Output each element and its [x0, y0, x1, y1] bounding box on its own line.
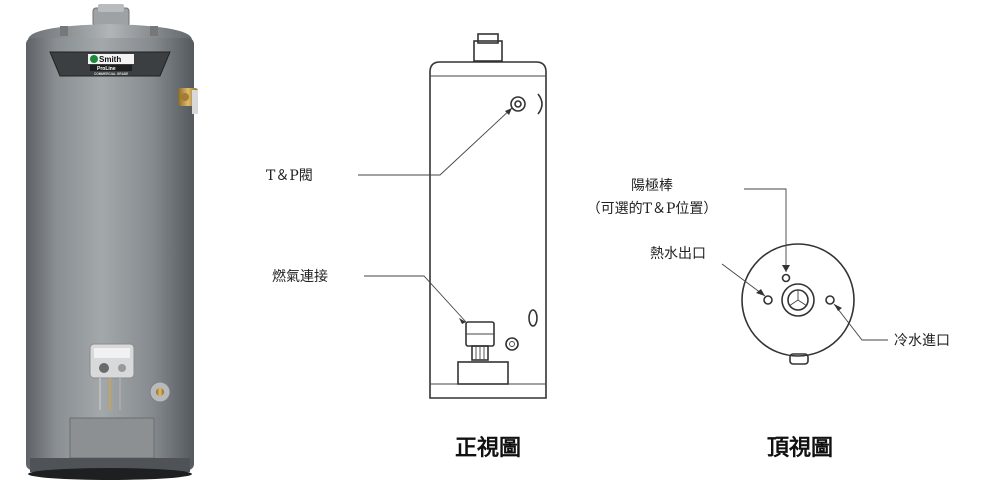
top-view-drawing: 陽極棒 （可選的T＆P位置） 熱水出口 冷水進口 頂視圖	[587, 178, 950, 461]
photo-tp-valve	[178, 88, 198, 114]
tp-valve-label: T＆P閥	[266, 168, 313, 184]
brand-badge: Smith ProLine COMMERCIAL GRADE	[49, 51, 171, 77]
top-view-caption: 頂視圖	[767, 436, 833, 461]
hot-outlet-port	[763, 295, 773, 305]
anode-label-line2: （可選的T＆P位置）	[587, 201, 718, 217]
tp-valve-leader	[358, 107, 513, 176]
cold-inlet-label: 冷水進口	[894, 333, 950, 349]
front-view-drawing: T＆P閥 燃氣連接 正視圖	[266, 33, 547, 461]
anode-label-line1: 陽極棒	[631, 178, 673, 194]
water-heater-photo: Smith ProLine COMMERCIAL GRADE	[26, 4, 198, 480]
gas-connection-leader	[364, 275, 467, 323]
brand-logo-text: Smith	[99, 55, 121, 64]
cold-inlet-port	[825, 295, 835, 305]
photo-gas-control	[89, 343, 135, 410]
anode-port	[781, 273, 791, 283]
gas-connection-label: 燃氣連接	[272, 268, 328, 285]
front-view-caption: 正視圖	[455, 436, 521, 461]
hot-outlet-label: 熱水出口	[650, 246, 706, 262]
series-text: ProLine	[97, 66, 116, 72]
anode-leader	[744, 188, 787, 272]
hot-outlet-leader	[721, 263, 766, 297]
subline-text: COMMERCIAL GRADE	[94, 72, 128, 76]
cold-inlet-leader	[833, 303, 888, 341]
